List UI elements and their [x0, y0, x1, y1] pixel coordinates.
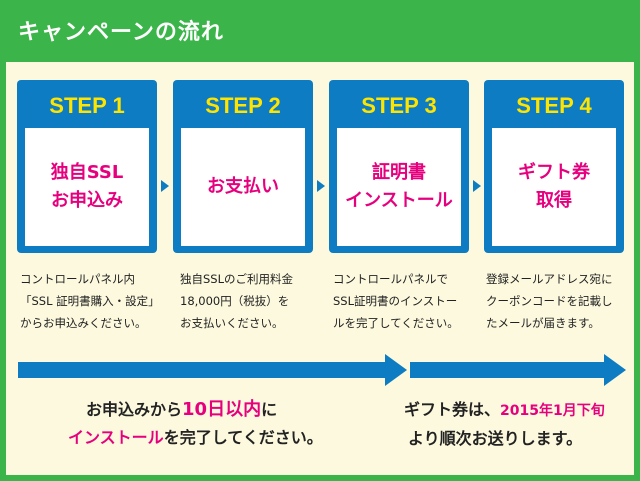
install-highlight: インストール [68, 428, 164, 447]
step-2-description: 独自SSLのご利用料金 18,000円（税抜）を お支払いください。 [180, 272, 294, 330]
chevron-right-icon [161, 180, 169, 192]
step-1-description: コントロールパネル内 「SSL 証明書購入・設定」 からお申込みください。 [20, 272, 160, 330]
deadline-highlight: 10日以内 [182, 399, 262, 420]
step-1-box: 独自SSL お申込み [25, 128, 149, 246]
gift-delivery-note: ギフト券は、2015年1月下旬 より順次お送りします。 [404, 396, 634, 453]
step-4-label: STEP 4 [516, 93, 592, 118]
step-3-title: 証明書 インストール [345, 162, 453, 211]
step-1-label: STEP 1 [49, 93, 125, 118]
delivery-date-highlight: 2015年1月下旬 [500, 403, 605, 419]
step-3-card: STEP 3 証明書 インストール [329, 80, 469, 253]
note-text: ギフト券は、 [404, 400, 501, 419]
step-3-box: 証明書 インストール [337, 128, 461, 246]
step-2-title: お支払い [207, 176, 279, 197]
gift-delivery-line-2: より順次お送りします。 [408, 429, 583, 448]
step-2-card: STEP 2 お支払い [173, 80, 313, 253]
timeline-arrow-2-bar [410, 362, 606, 378]
step-1-card: STEP 1 独自SSL お申込み [17, 80, 157, 253]
step-4-description: 登録メールアドレス宛に クーポンコードを記載し たメールが届きます。 [486, 272, 613, 330]
arrow-right-icon [385, 354, 407, 386]
step-3-label: STEP 3 [361, 93, 437, 118]
note-text: に [261, 400, 278, 419]
step-4-box: ギフト券 取得 [492, 128, 616, 246]
gift-delivery-line-1: ギフト券は、2015年1月下旬 [404, 396, 634, 425]
step-1-title: 独自SSL お申込み [50, 162, 124, 211]
arrow-right-icon [604, 354, 626, 386]
step-4-card: STEP 4 ギフト券 取得 [484, 80, 624, 253]
step-2-label: STEP 2 [205, 93, 281, 118]
step-4-title: ギフト券 取得 [518, 162, 590, 211]
install-deadline-note: お申込みから10日以内に インストールを完了してください。 [68, 396, 386, 452]
chevron-right-icon [317, 180, 325, 192]
note-text: お申込みから [86, 400, 183, 419]
timeline-arrow-1-bar [18, 362, 386, 378]
chevron-right-icon [473, 180, 481, 192]
page-title: キャンペーンの流れ [18, 20, 224, 45]
install-deadline-line-1: お申込みから10日以内に [86, 396, 386, 424]
step-2-box: お支払い [181, 128, 305, 246]
header: キャンペーンの流れ [0, 0, 640, 62]
install-deadline-line-2: インストールを完了してください。 [68, 424, 386, 452]
note-text: を完了してください。 [163, 428, 323, 447]
step-3-description: コントロールパネルで SSL証明書のインストー ルを完了してください。 [333, 272, 459, 330]
